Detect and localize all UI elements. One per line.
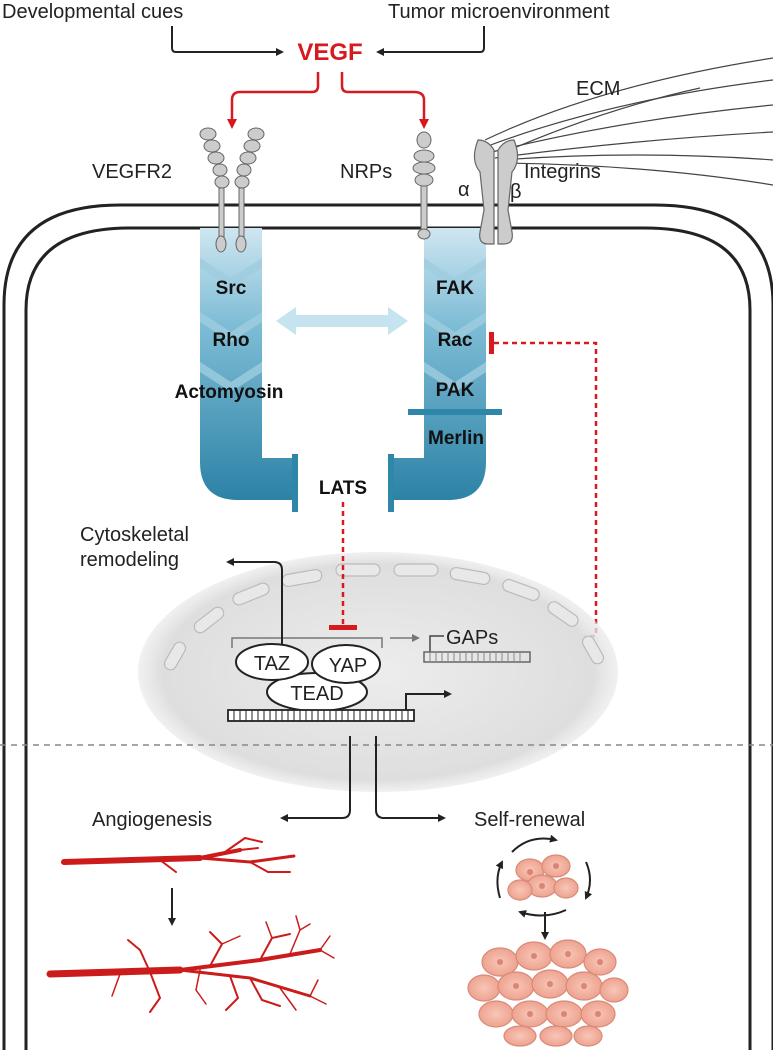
fak-label: FAK bbox=[436, 278, 474, 299]
pak-merlin-inhibition-bar bbox=[408, 409, 502, 415]
nuclear-envelope-pores bbox=[163, 563, 605, 671]
vegfr2-label: VEGFR2 bbox=[92, 161, 172, 183]
blood-vessel-network-icon bbox=[46, 915, 335, 1013]
gaps-dna-rungs bbox=[429, 652, 521, 662]
to-self-renewal-arrow bbox=[375, 736, 446, 822]
left-pathway-shape bbox=[200, 228, 292, 500]
cytoskeletal-remodeling-arrow bbox=[226, 558, 283, 648]
gaps-promoter-arrow bbox=[429, 635, 444, 652]
merlin-label: Merlin bbox=[428, 428, 484, 449]
yaptaz-bracket bbox=[231, 637, 383, 648]
expanded-cell-cluster-icon bbox=[467, 939, 629, 1047]
actomyosin-label: Actomyosin bbox=[175, 382, 284, 403]
tumor-to-vegf-arrow bbox=[376, 26, 485, 56]
lats-inhibition-tbar bbox=[329, 625, 357, 630]
right-pathway-shape bbox=[394, 228, 486, 500]
self-renewal-label: Self-renewal bbox=[474, 809, 585, 831]
nrps-label: NRPs bbox=[340, 161, 392, 183]
tumor-microenvironment-label: Tumor microenvironment bbox=[388, 1, 610, 23]
developmental-to-vegf-arrow bbox=[171, 26, 284, 56]
vegf-label: VEGF bbox=[297, 39, 362, 66]
crosstalk-double-arrow bbox=[276, 307, 408, 335]
tead-label: TEAD bbox=[290, 683, 343, 705]
lats-inhibition-bars bbox=[292, 454, 394, 512]
pak-label: PAK bbox=[436, 380, 475, 401]
yap-protein bbox=[311, 644, 381, 684]
nrps-receptor-icon bbox=[412, 131, 436, 240]
gaps-label: GAPs bbox=[446, 627, 498, 649]
angiogenesis-label: Angiogenesis bbox=[92, 809, 212, 831]
cell-membrane-outer bbox=[2, 203, 773, 1050]
beta-subunit-label: β bbox=[510, 181, 522, 203]
integrins-label: Integrins bbox=[524, 161, 601, 183]
integrins-receptor-icon bbox=[473, 139, 519, 245]
pathway-chevrons bbox=[200, 258, 486, 392]
alpha-subunit-label: α bbox=[458, 179, 470, 201]
self-renewal-cycle-arrows bbox=[495, 834, 593, 918]
rac-inhibition-tbar bbox=[489, 332, 494, 354]
ecm-fibers bbox=[484, 57, 773, 186]
cytoskeletal-remodeling-label: Cytoskeletal bbox=[80, 524, 189, 546]
target-gene-dna bbox=[227, 709, 415, 722]
cell-nuclei bbox=[497, 863, 603, 1017]
target-gene-dna-rungs bbox=[233, 710, 409, 721]
src-label: Src bbox=[216, 278, 247, 299]
vegfr2-receptor-icon bbox=[199, 127, 265, 253]
gaps-dna bbox=[423, 651, 531, 663]
lats-label: LATS bbox=[319, 478, 367, 499]
stem-cell-cluster-icon bbox=[507, 854, 579, 901]
blood-vessel-sprouting-icon bbox=[61, 836, 296, 873]
taz-label: TAZ bbox=[254, 653, 290, 675]
rho-label: Rho bbox=[213, 330, 250, 351]
cytoskeletal-remodeling-label-line2: remodeling bbox=[80, 549, 179, 571]
rac-label: Rac bbox=[438, 330, 473, 351]
vegf-to-vegfr2-arrow bbox=[227, 72, 320, 129]
cell-membrane-inner bbox=[24, 226, 752, 1050]
vegf-to-nrps-arrow bbox=[340, 72, 429, 129]
ecm-label: ECM bbox=[576, 78, 620, 100]
taz-protein bbox=[235, 643, 309, 681]
developmental-cues-label: Developmental cues bbox=[2, 1, 183, 23]
to-angiogenesis-arrow bbox=[280, 736, 351, 822]
target-gene-promoter-arrow bbox=[405, 690, 452, 710]
yap-label: YAP bbox=[329, 655, 368, 677]
